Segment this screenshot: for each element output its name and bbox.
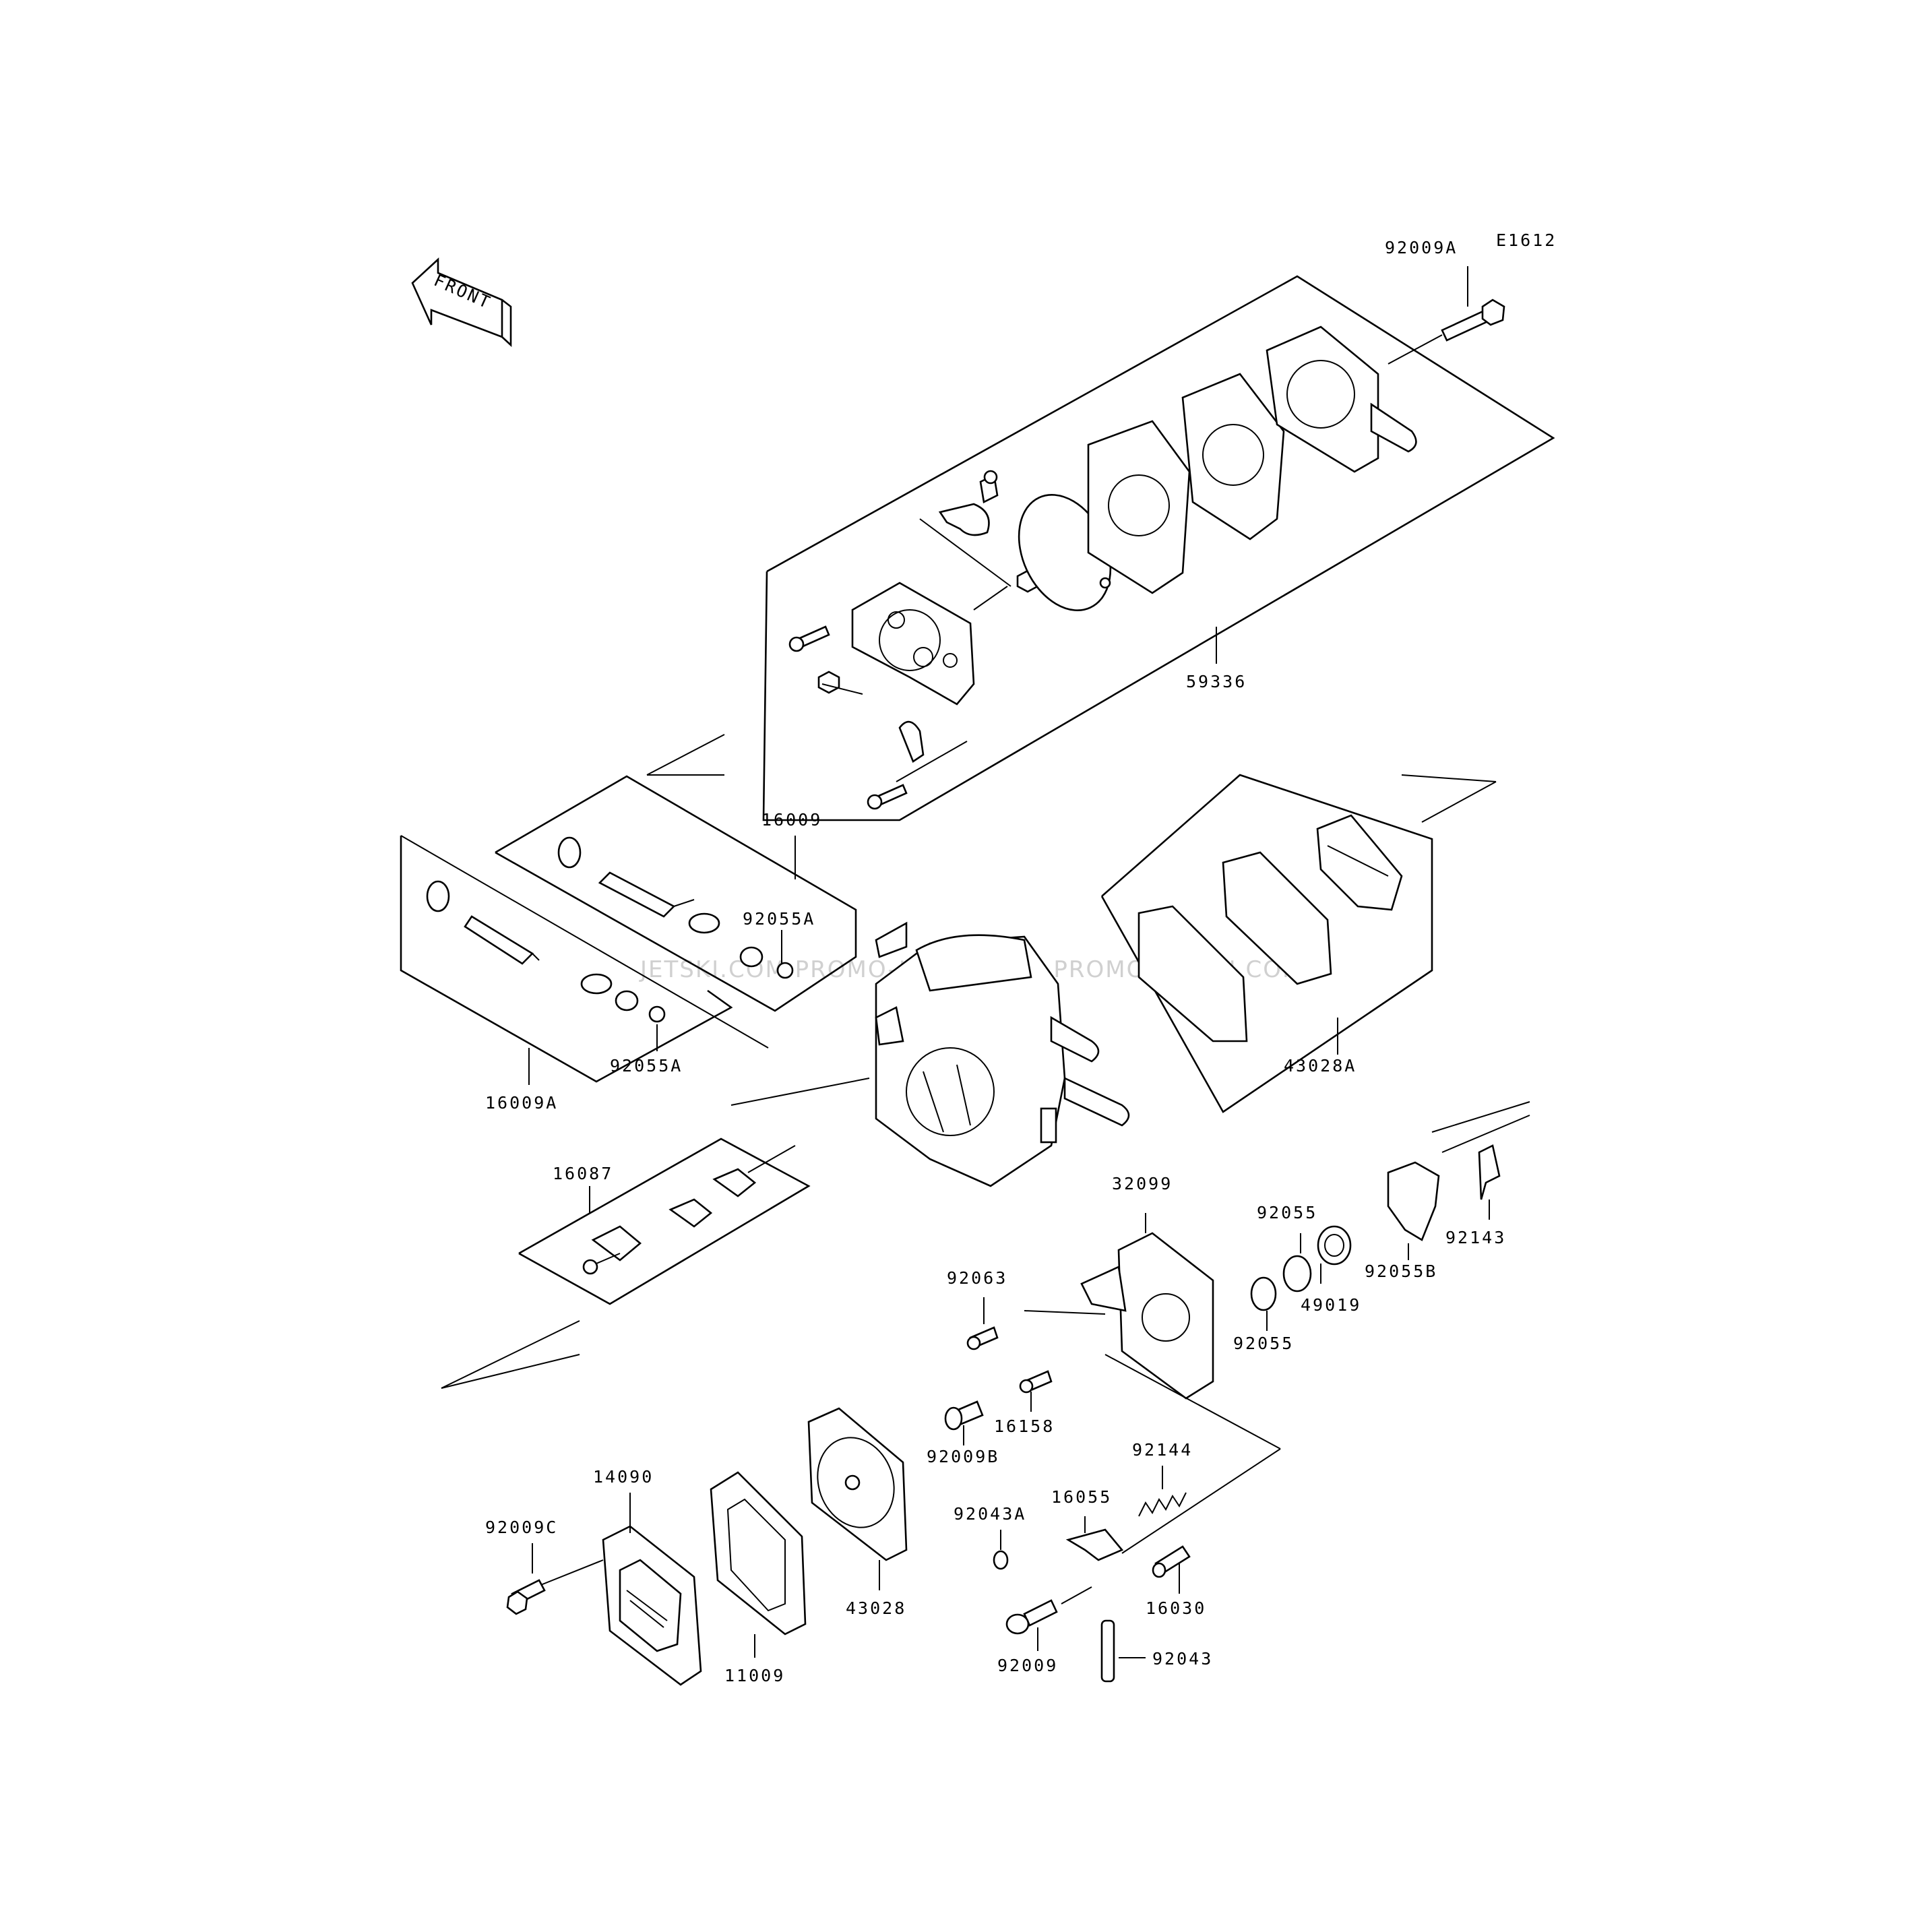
screw-16158 xyxy=(1019,1370,1053,1412)
needle-16030 xyxy=(1152,1545,1191,1594)
label-92144: 92144 xyxy=(1132,1440,1193,1460)
label-43028A: 43028A xyxy=(1284,1056,1357,1076)
label-92143: 92143 xyxy=(1445,1228,1506,1247)
label-92009B: 92009B xyxy=(927,1447,999,1466)
cap-92055B xyxy=(1387,1161,1440,1260)
gasket-set-43028A xyxy=(1100,774,1497,1113)
gasket-11009 xyxy=(710,1471,807,1658)
label-16009: 16009 xyxy=(761,810,822,830)
label-11009: 11009 xyxy=(724,1666,785,1685)
fuel-pump-body xyxy=(851,582,975,706)
label-92009C: 92009C xyxy=(485,1518,558,1537)
label-16158: 16158 xyxy=(994,1416,1055,1436)
carburetor-body xyxy=(730,921,1130,1187)
label-92055-upper: 92055 xyxy=(1257,1203,1317,1222)
label-32099: 32099 xyxy=(1112,1174,1173,1193)
guide-line-left-2 xyxy=(441,1354,580,1389)
diaphragm-43028 xyxy=(807,1407,908,1590)
lever-16055 xyxy=(1065,1516,1124,1561)
screw-92063 xyxy=(966,1297,999,1350)
label-92055A-upper: 92055A xyxy=(743,909,815,929)
bolt-92009C xyxy=(506,1543,546,1615)
spring-92144 xyxy=(1138,1466,1187,1517)
label-92063: 92063 xyxy=(947,1268,1007,1288)
label-14090: 14090 xyxy=(593,1467,654,1487)
screw-92009B xyxy=(944,1400,984,1445)
cover-14090 xyxy=(535,1493,702,1686)
label-92055B: 92055B xyxy=(1365,1261,1437,1281)
mixture-needle-group-16009 xyxy=(495,775,857,1012)
label-43028: 43028 xyxy=(846,1598,906,1618)
label-92055-lower: 92055 xyxy=(1233,1334,1294,1353)
label-16009A: 16009A xyxy=(485,1093,558,1113)
fuel-pump-assembly-group xyxy=(646,266,1555,821)
diagram-code-label: E1612 xyxy=(1496,230,1557,250)
label-49019: 49019 xyxy=(1301,1295,1361,1315)
pump-gasket-1 xyxy=(1087,420,1191,594)
pump-cover xyxy=(1266,325,1379,473)
label-92043: 92043 xyxy=(1152,1649,1213,1669)
label-92009A: 92009A xyxy=(1385,238,1458,257)
o-ring-92055-upper xyxy=(1282,1233,1312,1292)
mixture-needle-group-16009A xyxy=(400,835,769,1085)
label-92043A: 92043A xyxy=(954,1504,1026,1524)
label-92009: 92009 xyxy=(997,1656,1058,1675)
label-16030: 16030 xyxy=(1146,1598,1206,1618)
front-arrow-icon: FRONT xyxy=(411,257,512,347)
pin-92043A xyxy=(993,1530,1009,1570)
clip-92143 xyxy=(1431,1101,1530,1220)
label-16087: 16087 xyxy=(553,1164,613,1183)
screw-92009 xyxy=(1005,1586,1092,1651)
label-92055A-lower: 92055A xyxy=(610,1056,683,1076)
plug-49019 xyxy=(1317,1225,1352,1284)
pin-92043 xyxy=(1100,1619,1146,1683)
guide-line-left xyxy=(441,1320,580,1389)
label-59336: 59336 xyxy=(1186,672,1247,691)
needle-valve-body-32099 xyxy=(1024,1213,1281,1554)
label-16055: 16055 xyxy=(1051,1487,1112,1507)
o-ring-92055-lower xyxy=(1250,1276,1277,1331)
valve-plate-group-16087 xyxy=(518,1138,811,1305)
pump-gasket-2 xyxy=(1181,373,1285,540)
